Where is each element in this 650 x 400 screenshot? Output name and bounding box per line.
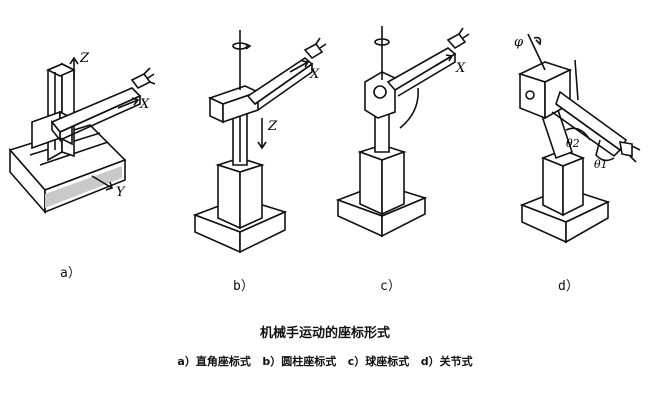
theta2-label: θ2 <box>566 137 580 150</box>
axis-x-label: X <box>139 97 150 112</box>
phi-label: φ <box>514 35 524 50</box>
axis-y-label: Y <box>116 185 126 200</box>
theta1-label: θ1 <box>594 158 608 171</box>
axis-x-label: X <box>455 61 466 76</box>
spherical-robot-drawing <box>335 26 470 238</box>
panel-a-label: a） <box>60 266 81 281</box>
panel-b-label: b） <box>233 279 254 294</box>
panel-d-label: d） <box>558 279 579 294</box>
panel-c-label: c） <box>380 279 401 294</box>
axis-x-label: X <box>309 67 320 82</box>
figure-caption: a）直角座标式 b）圆柱座标式 c）球座标式 d）关节式 <box>177 355 473 368</box>
articulated-robot-drawing <box>517 33 641 244</box>
axis-z-label: Z <box>267 119 278 134</box>
cylindrical-robot-drawing <box>192 30 327 254</box>
cartesian-robot-drawing <box>8 56 156 215</box>
figure-title: 机械手运动的座标形式 <box>259 326 390 341</box>
robot-coordinate-diagram: Z X Y X Z <box>8 26 641 254</box>
axis-z-label: Z <box>79 51 90 66</box>
